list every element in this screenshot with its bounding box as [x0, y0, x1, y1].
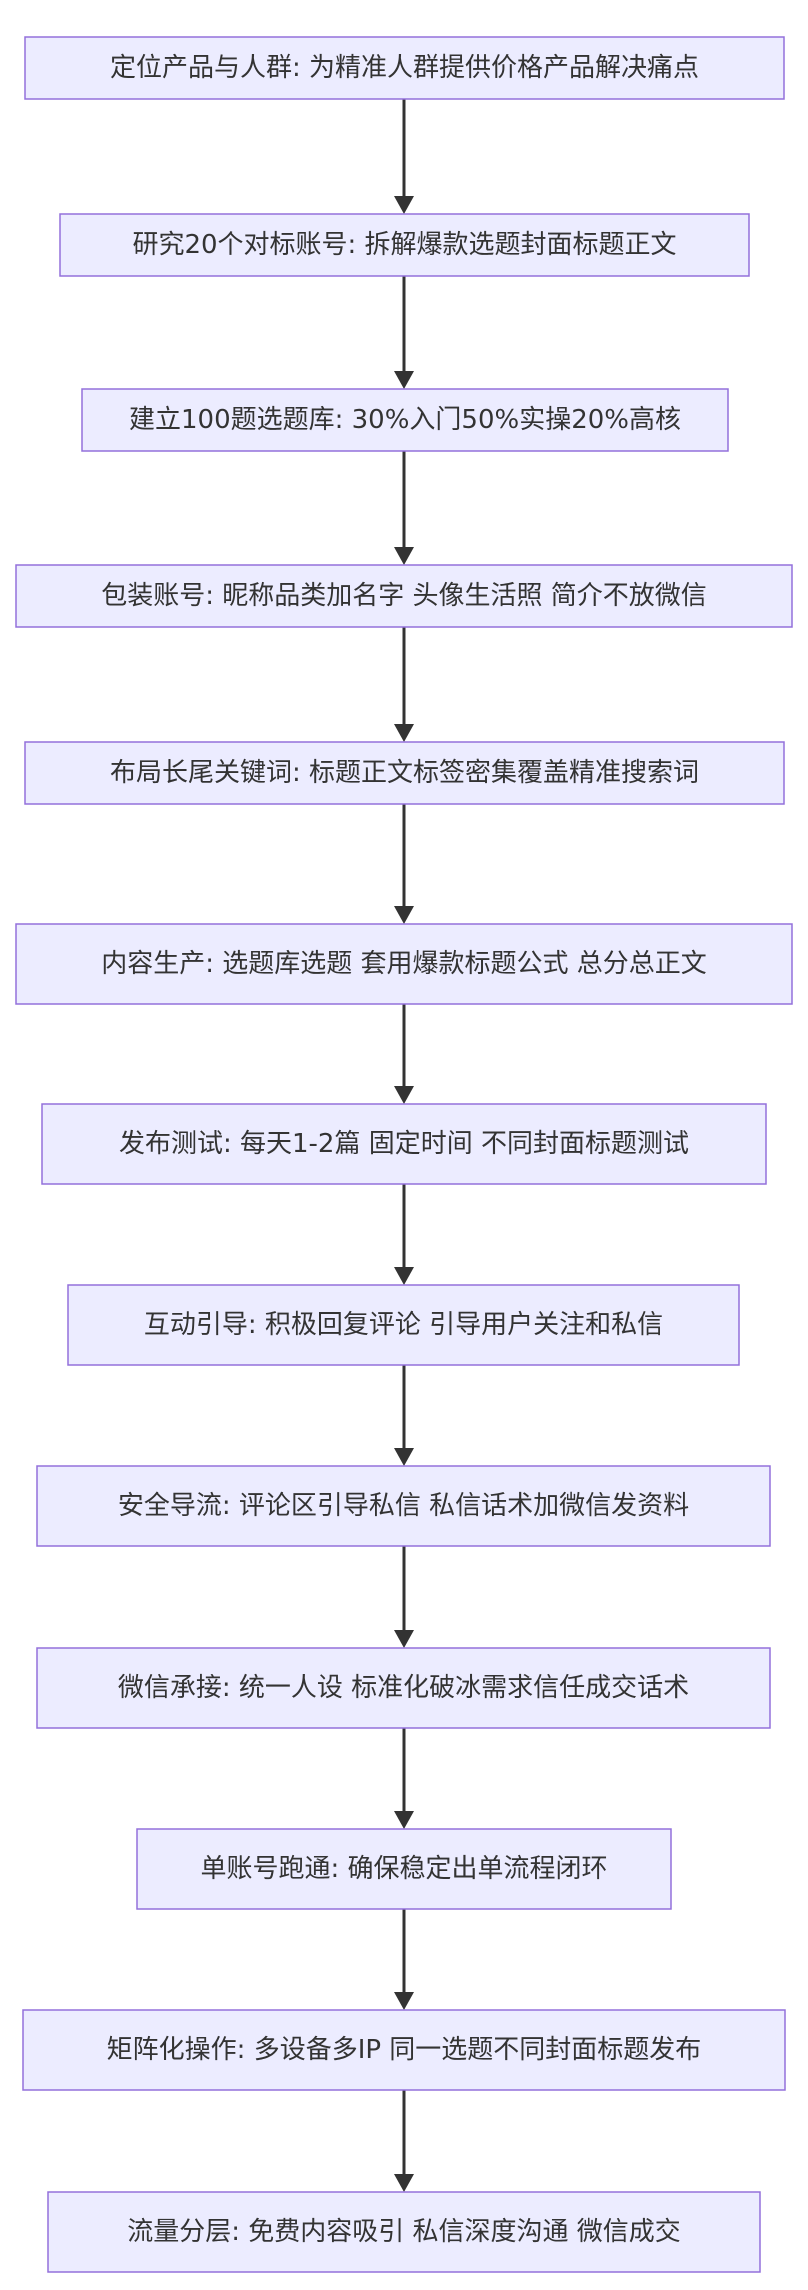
node-box [36, 1647, 771, 1729]
flow-node-3: 建立100题选题库: 30%入门50%实操20%高核 [81, 388, 729, 452]
node-box [41, 1103, 767, 1185]
flow-node-1: 定位产品与人群: 为精准人群提供价格产品解决痛点 [24, 36, 785, 100]
arrowhead-icon [394, 371, 414, 389]
arrowhead-icon [394, 1992, 414, 2010]
node-box [24, 36, 785, 100]
flow-node-7: 发布测试: 每天1-2篇 固定时间 不同封面标题测试 [41, 1103, 767, 1185]
flow-node-5: 布局长尾关键词: 标题正文标签密集覆盖精准搜索词 [24, 741, 785, 805]
node-box [15, 923, 793, 1005]
arrowhead-icon [394, 724, 414, 742]
arrowhead-icon [394, 1267, 414, 1285]
flow-node-8: 互动引导: 积极回复评论 引导用户关注和私信 [67, 1284, 740, 1366]
flow-node-4: 包装账号: 昵称品类加名字 头像生活照 简介不放微信 [15, 564, 793, 628]
node-label: 布局长尾关键词: 标题正文标签密集覆盖精准搜索词 [110, 758, 699, 788]
node-box [67, 1284, 740, 1366]
node-box [36, 1465, 771, 1547]
node-box [22, 2009, 786, 2091]
node-label: 建立100题选题库: 30%入门50%实操20%高核 [129, 405, 681, 435]
node-label: 发布测试: 每天1-2篇 固定时间 不同封面标题测试 [119, 1129, 689, 1159]
arrowhead-icon [394, 2174, 414, 2192]
arrowhead-icon [394, 1630, 414, 1648]
arrowhead-icon [394, 1086, 414, 1104]
node-label: 包装账号: 昵称品类加名字 头像生活照 简介不放微信 [101, 581, 707, 611]
node-box [59, 213, 750, 277]
node-box [136, 1828, 672, 1910]
arrowhead-icon [394, 1811, 414, 1829]
node-label: 互动引导: 积极回复评论 引导用户关注和私信 [144, 1310, 663, 1340]
node-box [15, 564, 793, 628]
flow-node-10: 微信承接: 统一人设 标准化破冰需求信任成交话术 [36, 1647, 771, 1729]
node-label: 微信承接: 统一人设 标准化破冰需求信任成交话术 [118, 1673, 689, 1703]
flow-node-6: 内容生产: 选题库选题 套用爆款标题公式 总分总正文 [15, 923, 793, 1005]
arrowhead-icon [394, 547, 414, 565]
flow-node-12: 矩阵化操作: 多设备多IP 同一选题不同封面标题发布 [22, 2009, 786, 2091]
arrowhead-icon [394, 196, 414, 214]
arrowhead-icon [394, 906, 414, 924]
flow-node-11: 单账号跑通: 确保稳定出单流程闭环 [136, 1828, 672, 1910]
node-label: 定位产品与人群: 为精准人群提供价格产品解决痛点 [110, 53, 699, 83]
node-label: 内容生产: 选题库选题 套用爆款标题公式 总分总正文 [101, 949, 707, 979]
node-label: 流量分层: 免费内容吸引 私信深度沟通 微信成交 [127, 2217, 681, 2247]
node-label: 单账号跑通: 确保稳定出单流程闭环 [200, 1854, 607, 1884]
arrowhead-icon [394, 1448, 414, 1466]
node-box [47, 2191, 761, 2273]
node-box [24, 741, 785, 805]
flow-node-13: 流量分层: 免费内容吸引 私信深度沟通 微信成交 [47, 2191, 761, 2273]
flow-node-9: 安全导流: 评论区引导私信 私信话术加微信发资料 [36, 1465, 771, 1547]
node-label: 安全导流: 评论区引导私信 私信话术加微信发资料 [118, 1491, 689, 1521]
node-label: 矩阵化操作: 多设备多IP 同一选题不同封面标题发布 [107, 2035, 702, 2065]
node-box [81, 388, 729, 452]
flow-node-2: 研究20个对标账号: 拆解爆款选题封面标题正文 [59, 213, 750, 277]
node-label: 研究20个对标账号: 拆解爆款选题封面标题正文 [132, 230, 676, 260]
